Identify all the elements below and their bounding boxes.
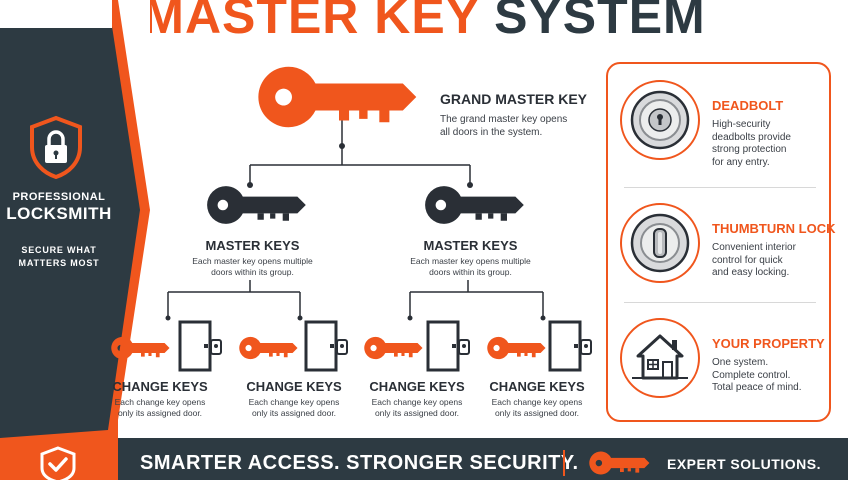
- banner-right-text: EXPERT SOLUTIONS.: [667, 456, 821, 472]
- grand-master-label: GRAND MASTER KEY: [440, 91, 588, 107]
- feature-desc-line: and easy locking.: [712, 267, 790, 278]
- master-keys-desc-1: Each master key opens multiple: [192, 256, 313, 266]
- divider: [624, 302, 816, 303]
- bottom-banner: [0, 438, 848, 480]
- feature-desc: High-security deadbolts provide strong p…: [712, 119, 824, 169]
- master-keys-desc-2: doors within its group.: [429, 267, 512, 277]
- feature-desc-line: deadbolts provide: [712, 131, 791, 143]
- master-keys-desc-1: Each master key opens multiple: [410, 256, 531, 266]
- change-keys-desc-1: Each change key opens: [371, 397, 463, 407]
- change-keys-desc-2: only its assigned door.: [117, 408, 203, 418]
- feature-desc-line: High-security: [712, 119, 771, 130]
- door-icon: [426, 320, 470, 372]
- change-keys-label: CHANGE KEYS: [489, 379, 585, 394]
- feature-desc: Convenient interior control for quick an…: [712, 242, 824, 280]
- title-part-1: MASTER KEY: [142, 0, 480, 44]
- left-brand-panel: PROFESSIONAL LOCKSMITH SECURE WHAT MATTE…: [0, 0, 150, 438]
- door-icon: [304, 320, 348, 372]
- change-keys-label: CHANGE KEYS: [369, 379, 465, 394]
- feature-desc-line: strong protection: [712, 144, 787, 155]
- brand-line-2: LOCKSMITH: [6, 204, 112, 223]
- thumbturn-icon: [620, 203, 700, 283]
- change-keys-desc-2: only its assigned door.: [251, 408, 337, 418]
- brand-line-1: PROFESSIONAL: [12, 191, 106, 203]
- feature-panel: DEADBOLT High-security deadbolts provide…: [606, 62, 835, 422]
- grand-master-desc-2: all doors in the system.: [440, 127, 543, 138]
- change-keys-desc-2: only its assigned door.: [374, 408, 460, 418]
- change-key-icon: [110, 333, 172, 363]
- door-icon: [548, 320, 592, 372]
- grand-master-desc-1: The grand master key opens: [440, 114, 568, 125]
- banner-slogan: SMARTER ACCESS. STRONGER SECURITY.: [140, 452, 579, 474]
- change-key-icon: [363, 333, 425, 363]
- feature-desc: One system. Complete control. Total peac…: [712, 357, 824, 395]
- master-keys-label: MASTER KEYS: [423, 238, 518, 253]
- banner-badge: [0, 438, 118, 480]
- feature-desc-line: Total peace of mind.: [712, 382, 802, 393]
- feature-desc-line: control for quick: [712, 254, 783, 266]
- door-icon: [178, 320, 222, 372]
- key-icon: [588, 448, 652, 478]
- hierarchy-diagram: [165, 120, 546, 321]
- tagline-line-1: SECURE WHAT: [21, 245, 97, 255]
- banner-divider: [563, 450, 565, 476]
- divider: [624, 187, 816, 188]
- feature-title: THUMBTURN LOCK: [712, 221, 836, 236]
- change-keys-desc-1: Each change key opens: [114, 397, 206, 407]
- tagline-line-2: MATTERS MOST: [18, 258, 100, 268]
- feature-title: DEADBOLT: [712, 98, 784, 113]
- house-icon: [620, 318, 700, 398]
- feature-desc-line: One system.: [712, 357, 769, 368]
- master-keys-label: MASTER KEYS: [205, 238, 300, 253]
- master-key-icon: [205, 183, 310, 227]
- change-key-icon: [486, 333, 548, 363]
- feature-desc-line: Convenient interior: [712, 242, 796, 253]
- master-keys-desc-2: doors within its group.: [211, 267, 294, 277]
- grand-master-key-icon: [255, 62, 423, 132]
- title-part-2: SYSTEM: [494, 0, 706, 44]
- change-keys-label: CHANGE KEYS: [112, 379, 208, 394]
- lock-shield-icon: [30, 115, 82, 179]
- feature-desc-line: Complete control.: [712, 369, 791, 381]
- page-title: MASTER KEY SYSTEM: [0, 0, 848, 46]
- change-keys-desc-1: Each change key opens: [491, 397, 583, 407]
- check-shield-icon: [40, 446, 76, 480]
- deadbolt-icon: [620, 80, 700, 160]
- feature-desc-line: for any entry.: [712, 156, 770, 168]
- feature-title: YOUR PROPERTY: [712, 336, 825, 351]
- master-key-icon: [423, 183, 528, 227]
- change-key-icon: [238, 333, 300, 363]
- change-keys-label: CHANGE KEYS: [246, 379, 342, 394]
- change-keys-desc-2: only its assigned door.: [494, 408, 580, 418]
- change-keys-desc-1: Each change key opens: [248, 397, 340, 407]
